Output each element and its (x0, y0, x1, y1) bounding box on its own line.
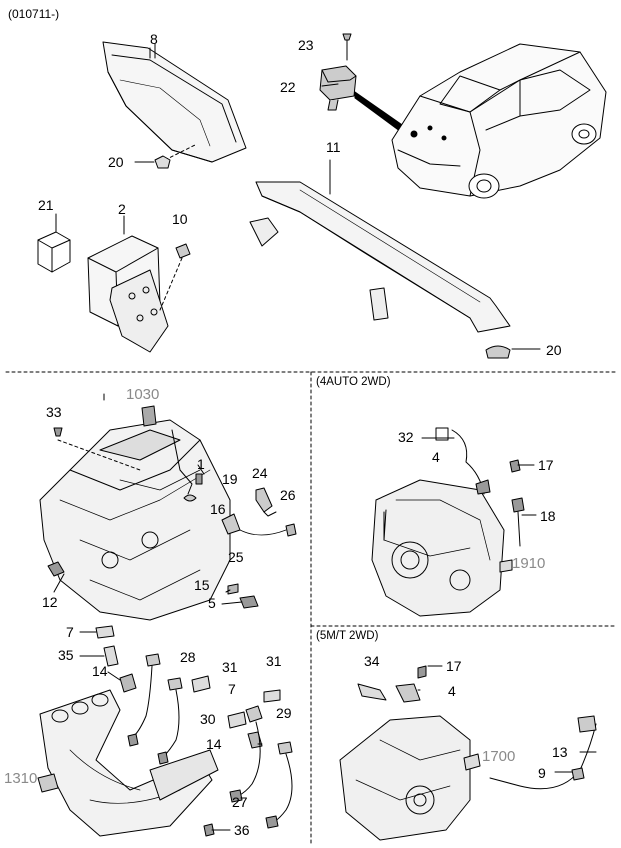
part-14a (119, 673, 137, 693)
callout-17a: 17 (538, 457, 554, 473)
callout-12: 12 (42, 594, 58, 610)
sensor-part-26 (285, 523, 297, 537)
bracket-part-7a (95, 625, 115, 639)
switch-part-4b (395, 683, 421, 703)
callout-1910: 1910 (512, 555, 546, 572)
ecu-part-8 (102, 41, 247, 163)
callout-31b: 31 (266, 653, 282, 669)
manual-transmission (339, 715, 471, 841)
callout-4a: 4 (432, 449, 440, 465)
auto-transmission (371, 479, 505, 617)
callout-17b: 17 (446, 658, 462, 674)
bolt-part-19 (195, 473, 203, 485)
callout-28: 28 (180, 649, 196, 665)
exhaust-manifold (39, 689, 219, 837)
callout-20a: 20 (108, 154, 124, 170)
bolt-part-36 (203, 823, 215, 837)
grommet-part-20 (485, 345, 511, 359)
callout-30: 30 (200, 711, 216, 727)
section-title-manual: (5M/T 2WD) (316, 630, 379, 642)
bolt-part-33 (53, 427, 63, 437)
callout-22: 22 (280, 79, 296, 95)
part-15 (227, 583, 239, 595)
callout-32: 32 (398, 429, 414, 445)
callout-1030: 1030 (126, 386, 160, 403)
clip-part-32 (435, 427, 449, 441)
callout-10: 10 (172, 211, 188, 227)
callout-7b: 7 (228, 681, 236, 697)
callout-26: 26 (280, 487, 296, 503)
callout-2: 2 (118, 201, 126, 217)
callout-25: 25 (228, 549, 244, 565)
oring-part-16 (183, 494, 197, 502)
callout-20b: 20 (546, 342, 562, 358)
callout-13: 13 (552, 744, 568, 760)
sensor-part-5 (239, 595, 259, 609)
bracket-part-31b (263, 689, 281, 703)
callout-27: 27 (232, 794, 248, 810)
part-1700 (463, 753, 481, 771)
bracket-part-7b (227, 711, 247, 729)
callout-14b: 14 (206, 736, 222, 752)
oxygen-sensor-29 (265, 741, 293, 829)
bolt-part-17a (509, 459, 521, 473)
oxygen-sensor-30 (157, 677, 183, 765)
part-1910 (499, 559, 513, 573)
part-1030 (141, 405, 157, 427)
callout-4b: 4 (448, 683, 456, 699)
callout-1310: 1310 (4, 770, 38, 787)
module-part-2 (87, 235, 169, 353)
callout-1: 1 (197, 456, 205, 472)
engine-assembly (39, 419, 231, 621)
vehicle-minivan (391, 43, 607, 199)
callout-23: 23 (298, 37, 314, 53)
bracket-part-11 (249, 181, 511, 333)
nut-part-10 (175, 243, 191, 259)
bolt-part-17b (417, 665, 427, 679)
callout-18: 18 (540, 508, 556, 524)
part-1310 (37, 773, 59, 793)
bracket-part-34 (357, 683, 387, 701)
callout-15: 15 (194, 577, 210, 593)
callout-24: 24 (252, 465, 268, 481)
strap-part-18 (511, 497, 525, 513)
callout-16: 16 (210, 501, 226, 517)
callout-31a: 31 (222, 659, 238, 675)
callout-19: 19 (222, 471, 238, 487)
callout-36: 36 (234, 822, 250, 838)
callout-9: 9 (538, 765, 546, 781)
diagram-code: (010711-) (8, 7, 60, 21)
oxygen-sensor-27 (229, 705, 263, 803)
sensor-part-12 (47, 561, 65, 577)
bracket-part-31a (191, 675, 211, 693)
callout-34: 34 (364, 653, 380, 669)
callout-5: 5 (208, 595, 216, 611)
part-9 (571, 767, 585, 781)
sensor-part-24 (255, 487, 273, 513)
sensor-part-22 (319, 65, 357, 101)
callout-29: 29 (276, 705, 292, 721)
oxygen-sensor-28 (127, 653, 161, 747)
section-title-auto: (4AUTO 2WD) (316, 376, 391, 388)
clip-part-20 (154, 155, 171, 169)
callout-14a: 14 (92, 663, 108, 679)
callout-11: 11 (326, 139, 341, 155)
bracket-part-35 (103, 645, 119, 667)
callout-8: 8 (150, 31, 158, 47)
callout-35: 35 (58, 647, 74, 663)
relay-part-21 (37, 231, 71, 273)
callout-21: 21 (38, 197, 54, 213)
callout-33: 33 (46, 404, 62, 420)
callout-1700: 1700 (482, 748, 516, 765)
callout-7a: 7 (66, 624, 74, 640)
